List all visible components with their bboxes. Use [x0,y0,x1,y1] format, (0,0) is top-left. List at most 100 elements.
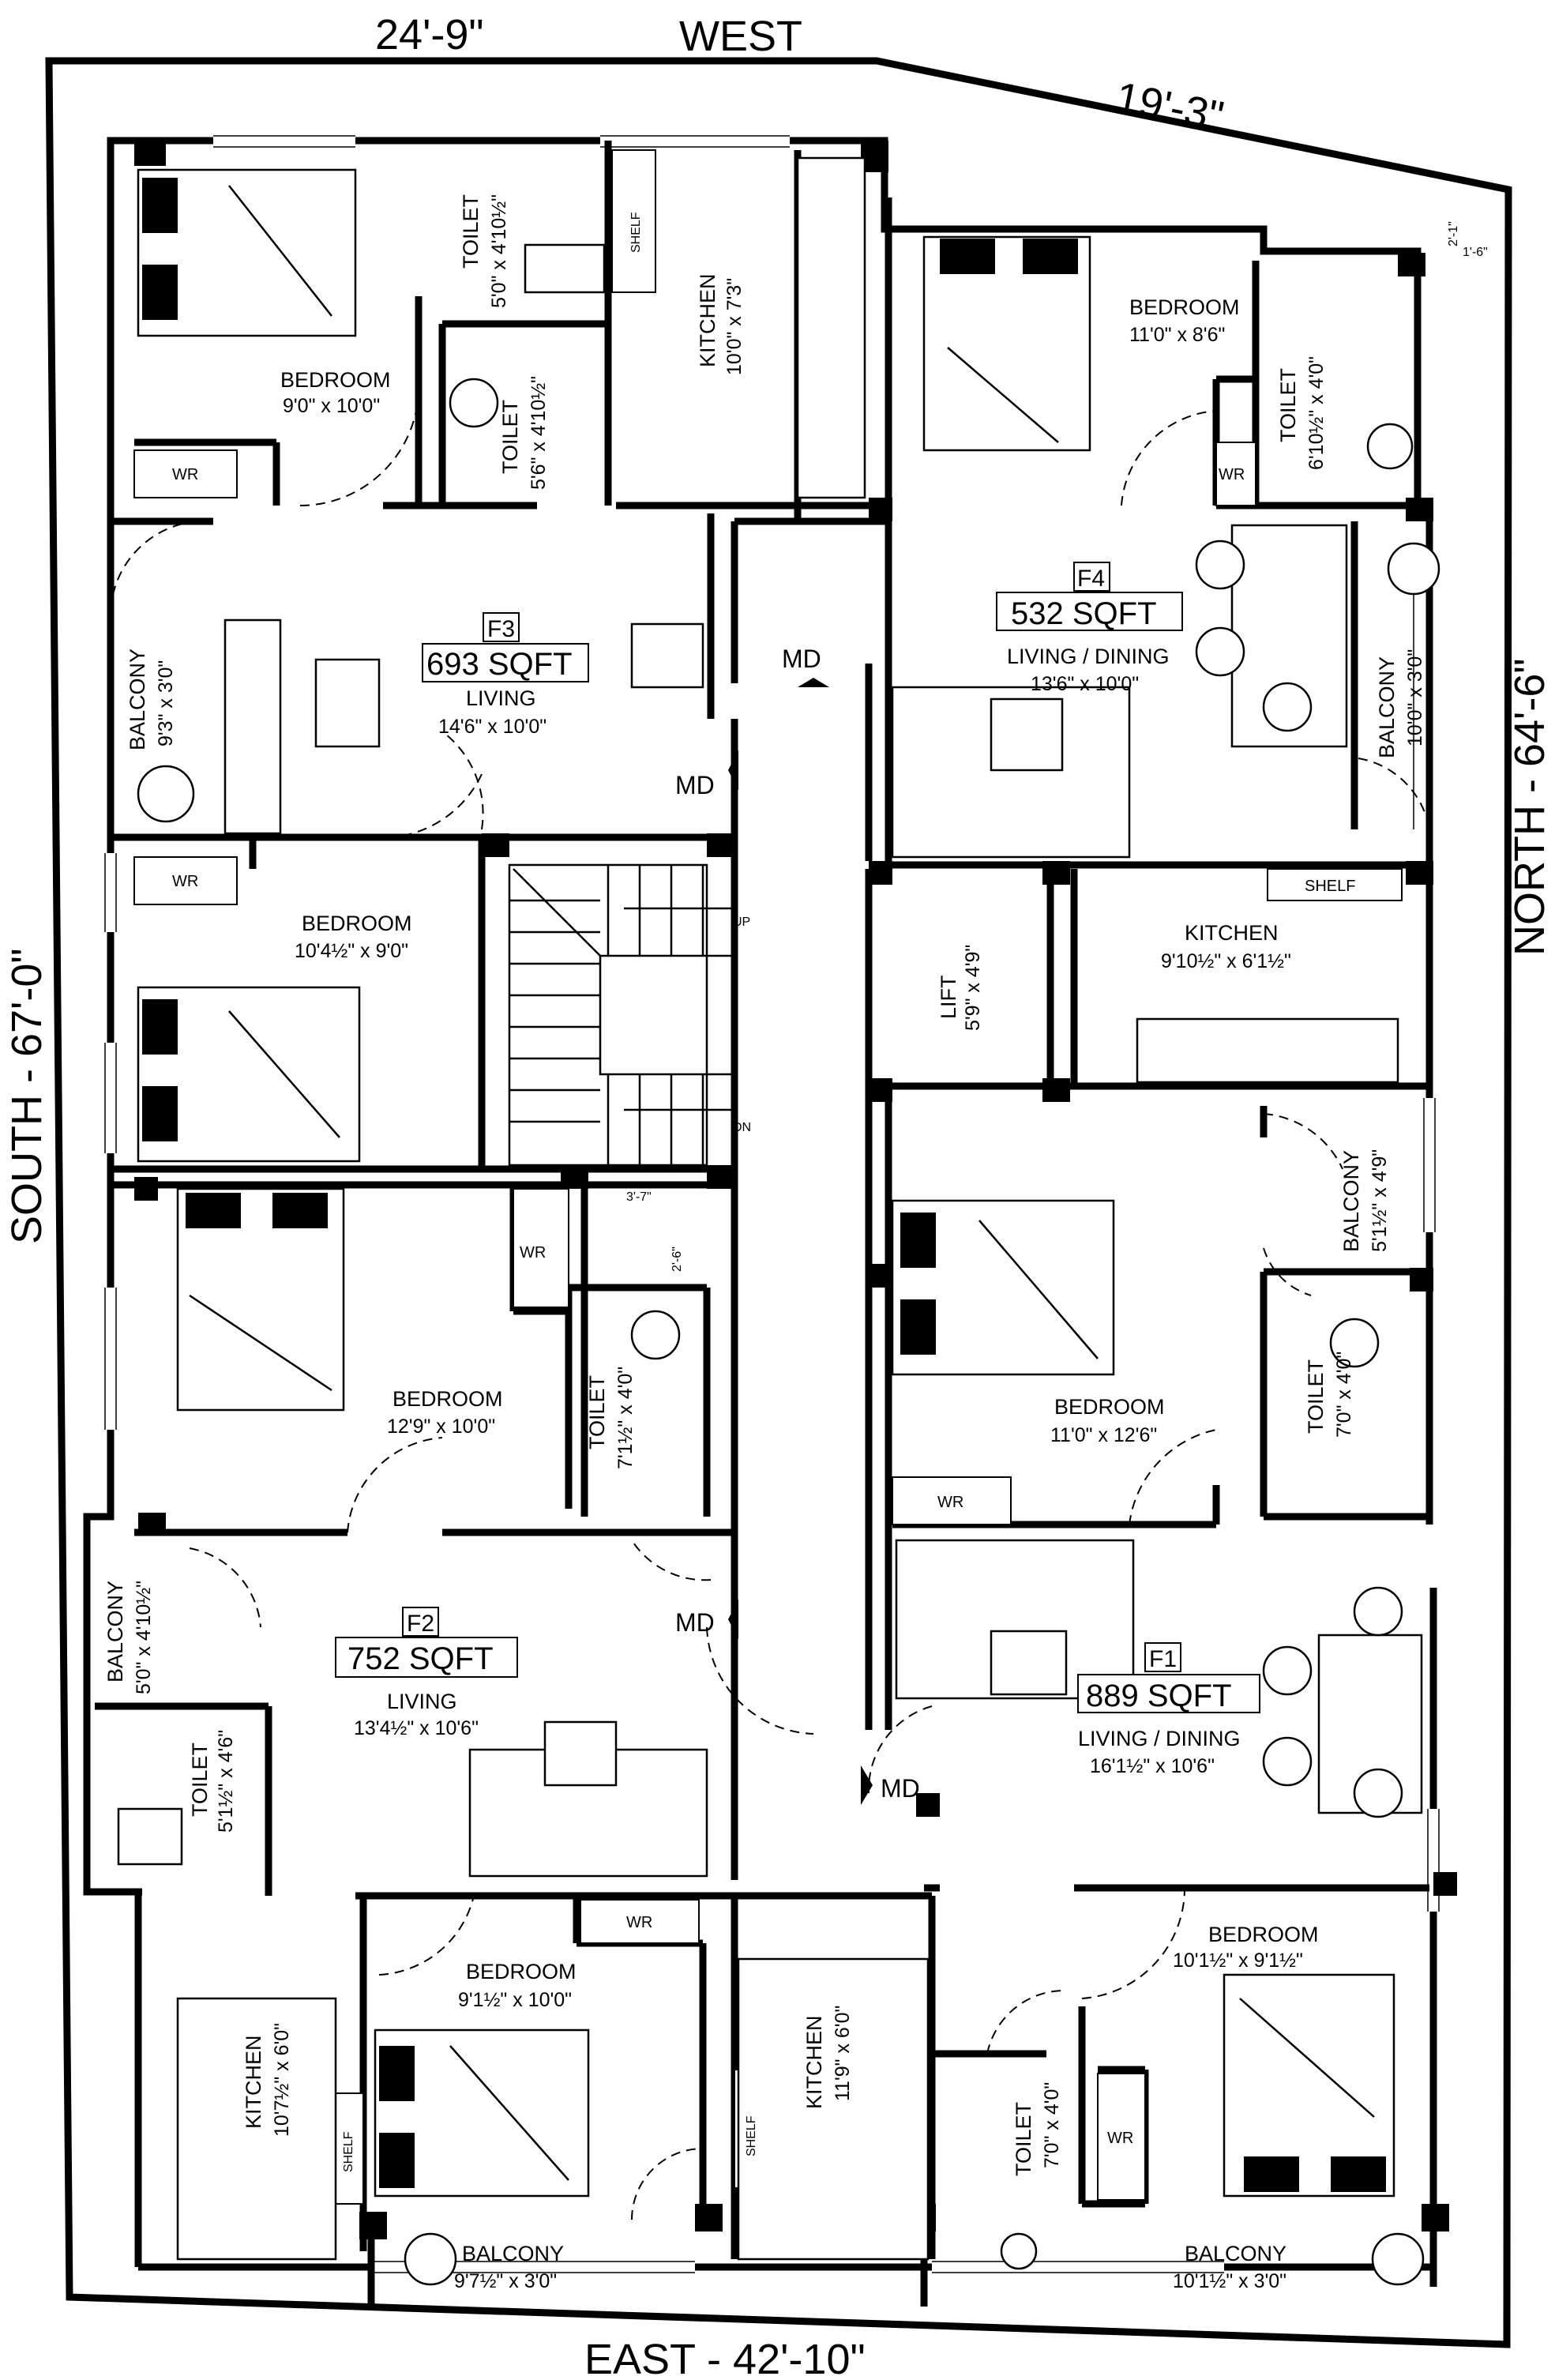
room-name: TOILET [459,194,483,269]
flat-tag-f2: F2 [407,1611,434,1637]
furniture [117,149,1440,2286]
room-name: BEDROOM [466,1960,577,1983]
room-name: TOILET [498,400,522,474]
md-label-f3: MD [675,771,715,799]
room-dim: 10'1½" x 3'0" [1173,2270,1286,2292]
room-dim: 10'4½" x 9'0" [295,940,408,962]
flat-area-f4: 532 SQFT [1011,596,1157,631]
columns [134,141,1457,2239]
room-name: BEDROOM [1208,1923,1319,1946]
corner-dim-b: 1'-6" [1463,246,1488,259]
room-dim: 5'9" x 4'9" [962,945,984,1031]
shelf-label: SHELF [342,2131,355,2172]
shelf-label: SHELF [745,2115,758,2156]
md-arrow-icon [728,1600,738,1639]
room-name: LIVING [466,686,536,710]
room-name: TOILET [1012,2102,1035,2176]
room-dim: 9'1½" x 10'0" [458,1989,572,2011]
room-name: BALCONY [126,649,149,750]
room-name: BEDROOM [280,368,391,392]
room-name: LIVING [387,1690,457,1713]
room-name: BALCONY [1339,1150,1363,1252]
west-dim-a: 24'-9" [375,11,484,58]
shelf-label: SHELF [629,212,643,253]
room-name: BEDROOM [393,1387,503,1411]
corner-dim-a: 2'-1" [1447,221,1460,246]
shelf-label: SHELF [1305,878,1355,895]
room-dim: 13'4½" x 10'6" [354,1717,479,1739]
md-arrow-icon [798,678,829,687]
room-dim: 10'0" x 3'0" [1404,649,1426,746]
room-name: TOILET [585,1375,609,1449]
room-name: BALCONY [1375,656,1399,758]
east-dim: EAST - 42'-10" [584,2336,866,2380]
wr-label: WR [172,466,198,483]
room-dim: 5'0" x 4'10½" [133,1581,155,1694]
room-labels: BEDROOM 9'0" x 10'0" TOILET 5'0" x 4'10½… [103,194,1426,2292]
site-boundary [45,57,1512,2348]
north-dim: NORTH - 64'-6" [1506,658,1553,956]
flat-area-f2: 752 SQFT [347,1641,494,1676]
md-arrow-icon [728,750,738,790]
wr-label: WR [626,1914,652,1931]
wr-label: WR [172,873,198,890]
room-name: TOILET [1304,1359,1328,1434]
room-dim: 5'6" x 4'10½" [528,376,550,490]
room-dim: 9'0" x 10'0" [283,395,380,417]
md-label-f2: MD [675,1608,715,1637]
flat-tag-f3: F3 [487,616,515,642]
room-dim: 12'9" x 10'0" [387,1416,495,1438]
room-name: TOILET [188,1743,212,1817]
door-swings [109,386,1430,2220]
room-dim: 5'0" x 4'10½" [488,194,510,308]
south-dim: SOUTH - 67'-0" [3,948,51,1244]
flat-tag-f4: F4 [1077,566,1105,592]
md-arrow-icon [861,1765,873,1805]
room-name: KITCHEN [242,2035,265,2129]
west-dim-b: 19'-3" [1112,73,1227,141]
utility-labels: WR WR WR WR WR WR WR SHELF SHELF SHELF S… [172,212,1355,2172]
md-label-f4: MD [782,645,821,673]
stair-width: 3'-7" [626,1190,652,1204]
room-dim: 7'0" x 4'0" [1333,1352,1355,1438]
west-label: WEST [679,13,802,60]
room-dim: 10'0" x 7'3" [723,278,746,375]
room-name: BALCONY [1185,2242,1286,2265]
beds [137,168,1395,2198]
stair-height: 2'-6" [670,1246,684,1272]
flat-tag-f1: F1 [1149,1646,1177,1672]
room-dim: 11'9" x 6'0" [832,2006,854,2101]
room-name: LIVING / DINING [1078,1727,1241,1750]
main-door-markers [728,678,873,1805]
room-name: BEDROOM [1129,295,1240,319]
room-dim: 6'10½" x 4'0" [1305,356,1328,470]
flat-labels: F3 693 SQFT F4 532 SQFT F2 752 SQFT F1 8… [335,562,1260,1713]
room-dim: 5'1½" x 4'9" [1369,1149,1391,1252]
room-name: LIVING / DINING [1007,645,1170,668]
room-name: BEDROOM [1054,1395,1165,1419]
stair-up: UP [733,916,750,929]
room-dim: 9'10½" x 6'1½" [1161,950,1291,972]
room-dim: 5'1½" x 4'6" [215,1730,237,1833]
room-dim: 7'1½" x 4'0" [614,1367,637,1469]
room-dim: 10'1½" x 9'1½" [1173,1949,1303,1972]
room-name: TOILET [1276,368,1300,442]
room-dim: 10'7½" x 6'0" [271,2023,293,2137]
room-name: BEDROOM [302,912,412,935]
stair-dn: DN [733,1121,751,1134]
room-name: KITCHEN [1185,921,1279,945]
room-name: BALCONY [103,1581,127,1683]
room-dim: 14'6" x 10'0" [438,716,547,738]
flat-area-f3: 693 SQFT [426,647,573,682]
room-dim: 16'1½" x 10'6" [1090,1755,1215,1777]
room-name: KITCHEN [696,273,719,367]
room-name: KITCHEN [802,2015,826,2109]
wr-label: WR [1107,2130,1133,2147]
room-dim: 7'0" x 4'0" [1041,2082,1063,2168]
room-name: BALCONY [462,2242,564,2265]
wr-label: WR [520,1244,546,1261]
room-dim: 11'0" x 8'6" [1129,324,1225,346]
wr-label: WR [937,1494,963,1511]
wr-label: WR [1219,466,1245,483]
